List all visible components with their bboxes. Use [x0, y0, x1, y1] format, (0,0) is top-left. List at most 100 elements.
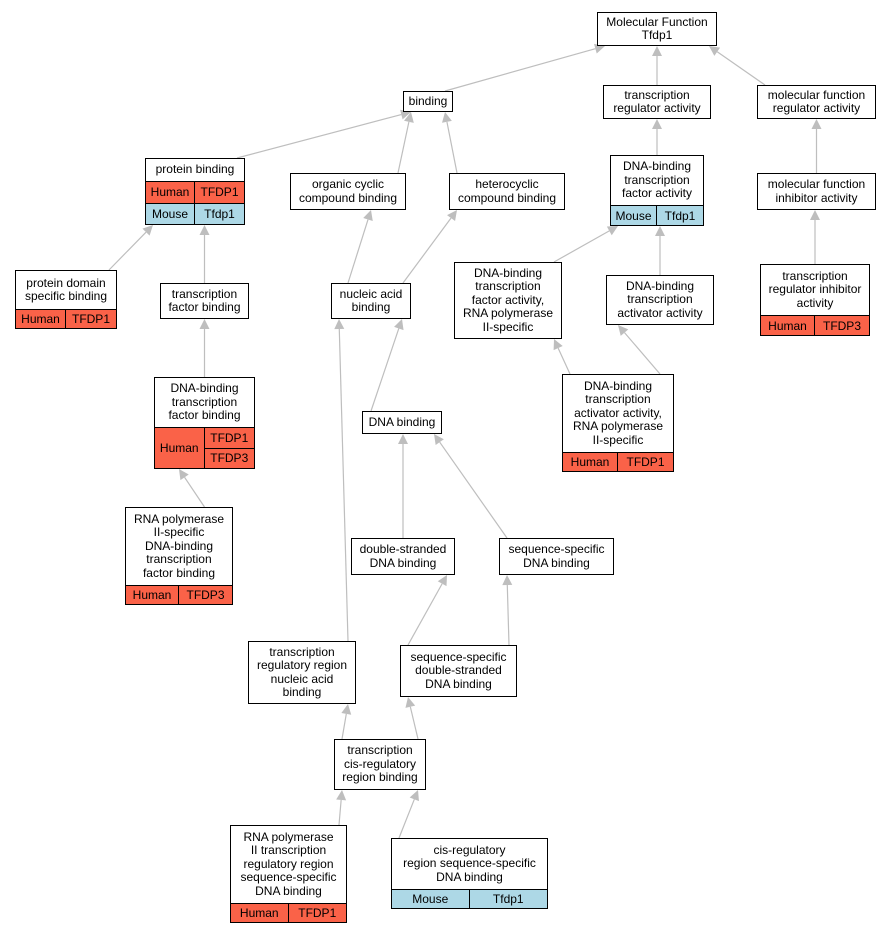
go-term-node[interactable]: DNA binding — [362, 411, 442, 434]
edge-line — [398, 799, 415, 839]
gene-cell: TFDP1 — [195, 182, 244, 203]
species-cell: Human — [231, 904, 289, 922]
go-term-node[interactable]: transcription regulatory region nucleic … — [248, 641, 356, 704]
go-term-label: DNA-binding transcription factor activit… — [621, 159, 693, 201]
edge-line — [624, 332, 661, 375]
edge-arrowhead — [405, 697, 416, 708]
edge-arrowhead — [363, 210, 373, 222]
go-term-node[interactable]: Molecular Function Tfdp1 — [597, 12, 717, 46]
edge-arrowhead — [394, 319, 404, 331]
go-term-node[interactable]: DNA-binding transcription factor activit… — [610, 155, 704, 226]
go-term-node[interactable]: sequence-specific double-stranded DNA bi… — [400, 645, 517, 697]
go-term-node[interactable]: nucleic acid binding — [331, 283, 411, 319]
go-term-node[interactable]: RNA polymerase II-specific DNA-binding t… — [125, 507, 233, 605]
go-term-label: DNA binding — [368, 414, 436, 429]
edge-arrowhead — [652, 46, 662, 56]
go-term-node[interactable]: transcription regulator activity — [603, 85, 711, 119]
go-term-label: transcription regulatory region nucleic … — [256, 644, 348, 699]
gene-list: Tfdp1 — [469, 890, 547, 908]
go-term-node[interactable]: sequence-specific DNA binding — [499, 538, 614, 575]
go-term-node[interactable]: molecular function regulator activity — [757, 85, 876, 119]
edge-arrowhead — [618, 325, 629, 336]
edge-line — [444, 48, 596, 92]
edge-line — [553, 230, 610, 263]
edge-arrowhead — [594, 43, 605, 54]
edge-line — [409, 706, 419, 740]
edge-arrowhead — [199, 319, 210, 329]
go-term-label: sequence-specific double-stranded DNA bi… — [410, 649, 507, 691]
go-term-node[interactable]: transcription factor binding — [160, 283, 249, 319]
edge-arrowhead — [142, 225, 153, 236]
edge-line — [338, 328, 349, 642]
species-cell: Human — [761, 316, 815, 335]
go-term-node[interactable]: DNA-binding transcription activator acti… — [562, 374, 674, 472]
edge-arrowhead — [400, 109, 411, 120]
go-term-node[interactable]: binding — [403, 91, 453, 112]
gene-cell: Tfdp1 — [195, 203, 244, 224]
go-term-label: molecular function inhibitor activity — [767, 177, 866, 205]
species-cell: Human — [126, 586, 179, 604]
species-cell: Human — [16, 310, 66, 328]
go-term-node[interactable]: transcription regulator inhibitor activi… — [760, 264, 870, 336]
edge-arrowhead — [810, 210, 820, 220]
edge-arrowhead — [655, 226, 665, 236]
go-term-label: protein binding — [155, 162, 235, 177]
edge-arrowhead — [398, 434, 408, 444]
go-term-node[interactable]: organic cyclic compound binding — [290, 173, 406, 210]
edge-arrowhead — [553, 339, 563, 351]
go-term-node[interactable]: double-stranded DNA binding — [351, 538, 455, 575]
species-cell: Mouse — [146, 203, 195, 224]
gene-cell: Tfdp1 — [657, 206, 703, 225]
go-term-node[interactable]: transcription cis-regulatory region bind… — [334, 739, 426, 790]
edge-arrowhead — [409, 790, 419, 802]
go-term-label: double-stranded DNA binding — [359, 542, 447, 570]
go-term-label: transcription cis-regulatory region bind… — [342, 743, 418, 785]
go-term-node[interactable]: DNA-binding transcription factor binding… — [154, 377, 255, 469]
edge-line — [402, 217, 452, 284]
go-term-label: protein domain specific binding — [24, 275, 108, 303]
edge-line — [446, 121, 458, 174]
edge-arrowhead — [336, 790, 347, 801]
gene-cell: Tfdp1 — [469, 890, 547, 908]
gene-cell: TFDP1 — [66, 310, 116, 328]
edge-arrowhead — [334, 319, 345, 330]
go-term-label: nucleic acid binding — [339, 286, 403, 314]
gene-list: TFDP1 — [288, 904, 346, 922]
species-cell: Mouse — [392, 890, 470, 908]
go-term-node[interactable]: molecular function inhibitor activity — [757, 173, 876, 210]
edge-line — [347, 219, 369, 284]
go-term-node[interactable]: DNA-binding transcription activator acti… — [606, 275, 714, 325]
edge-arrowhead — [404, 112, 414, 123]
go-term-label: organic cyclic compound binding — [298, 177, 398, 205]
gene-list: Tfdp1 — [195, 203, 244, 224]
go-term-node[interactable]: RNA polymerase II transcription regulato… — [230, 825, 347, 923]
go-term-node[interactable]: DNA-binding transcription factor activit… — [454, 262, 562, 339]
edge-arrowhead — [179, 469, 189, 481]
edge-line — [439, 441, 508, 539]
go-term-label: transcription factor binding — [168, 286, 241, 314]
gene-list: Tfdp1 — [657, 206, 703, 225]
go-term-label: heterocyclic compound binding — [457, 177, 557, 205]
edge-line — [236, 113, 402, 159]
edge-line — [407, 583, 443, 646]
edge-arrowhead — [709, 46, 721, 56]
gene-cell: TFDP1 — [288, 904, 346, 922]
edge-line — [108, 231, 147, 271]
gene-list: TFDP3 — [815, 316, 869, 335]
edge-arrowhead — [652, 119, 662, 129]
go-term-node[interactable]: cis-regulatory region sequence-specific … — [391, 838, 548, 909]
edge-arrowhead — [437, 575, 447, 587]
go-term-node[interactable]: heterocyclic compound binding — [449, 173, 565, 210]
edge-line — [557, 347, 571, 375]
go-term-label: transcription regulator inhibitor activi… — [768, 268, 862, 310]
